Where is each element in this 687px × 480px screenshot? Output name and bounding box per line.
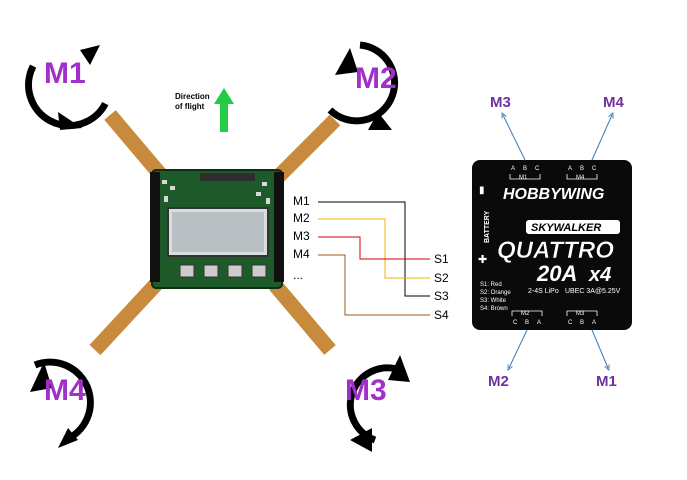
- pointer-arrow-icon: [591, 115, 612, 161]
- direction-indicator: Direction of flight: [175, 88, 234, 132]
- pin-label: C: [568, 320, 573, 326]
- flight-controller-board: [150, 169, 284, 289]
- wire-left-label-m3: M3: [293, 229, 310, 243]
- board-button: [179, 264, 195, 278]
- connector-name: M1: [519, 175, 528, 181]
- wire-right-label-s2: S2: [434, 271, 449, 285]
- pin-label: C: [592, 166, 597, 172]
- pointer-arrow-icon: [503, 115, 526, 161]
- rotation-arrow-icon: [33, 358, 94, 444]
- up-arrow-icon: [214, 88, 234, 132]
- board-button: [203, 264, 219, 278]
- wire-right-label-s3: S3: [434, 289, 449, 303]
- pin-label: C: [535, 166, 540, 172]
- pin-label: B: [580, 320, 584, 326]
- esc-module: A B C M1 A B C M4 HOBBYWING ▮ BATTERY ✚ …: [472, 94, 632, 390]
- wiring-diagram: M1 M2 M3 M4 ... S1 S2 S3 S4: [293, 194, 449, 322]
- arm-rear-right: [269, 280, 336, 355]
- esc-bottom-connector-m3: M3 C B A: [566, 310, 598, 326]
- rotation-arrow-icon: [327, 41, 399, 125]
- motor-m4: M4: [30, 358, 94, 448]
- connector-name: M3: [576, 311, 585, 317]
- wire-right-label-s1: S1: [434, 252, 449, 266]
- esc-brand: HOBBYWING: [503, 186, 604, 203]
- arrowhead-icon: [388, 355, 410, 382]
- motor-m1: M1: [25, 45, 109, 130]
- wire-m2-s2: [318, 218, 430, 279]
- motor-label-m4: M4: [44, 374, 86, 407]
- pointer-arrow-icon: [591, 329, 608, 368]
- arrowhead-icon: [58, 428, 78, 448]
- wire-m4-s4: [318, 254, 430, 316]
- pin-label: B: [580, 166, 584, 172]
- wire-left-label-more: ...: [293, 268, 303, 282]
- direction-label-line2: of flight: [175, 102, 205, 111]
- esc-model-suffix: x4: [588, 264, 611, 286]
- legend-item: S1: Red: [480, 282, 502, 288]
- motor-label-m3: M3: [345, 374, 387, 407]
- wire-left-label-m2: M2: [293, 211, 310, 225]
- pin-label: B: [523, 166, 527, 172]
- arrowhead-icon: [30, 362, 52, 392]
- pin-label: C: [513, 320, 518, 326]
- esc-top-connector-m1: A B C M1: [509, 166, 541, 181]
- arrowhead-icon: [368, 112, 392, 130]
- esc-outer-label-bottom-left: M2: [488, 373, 509, 390]
- wire-right-label-s4: S4: [434, 308, 449, 322]
- signal-legend: S1: Red S2: Orange S3: White S4: Brown: [480, 282, 511, 312]
- esc-model-line2: 20A: [536, 261, 577, 286]
- arm-front-right: [269, 114, 341, 186]
- plus-icon: ✚: [478, 253, 487, 266]
- arrowhead-icon: [350, 428, 372, 452]
- plus-minus-icon: ▮: [479, 185, 485, 196]
- esc-series: SKYWALKER: [531, 222, 601, 234]
- esc-model-line1: QUATTRO: [497, 237, 614, 264]
- esc-bottom-connector-m2: M2 C B A: [511, 310, 543, 326]
- pointer-arrow-icon: [509, 329, 528, 368]
- pin-label: B: [525, 320, 529, 326]
- motor-m2: M2: [327, 41, 399, 130]
- esc-body: [472, 160, 632, 330]
- pin-label: A: [592, 320, 596, 326]
- legend-item: S3: White: [480, 298, 507, 304]
- arm-rear-left: [89, 274, 166, 356]
- legend-item: S4: Brown: [480, 306, 508, 312]
- esc-outer-label-bottom-right: M1: [596, 373, 617, 390]
- arrowhead-icon: [80, 45, 100, 65]
- rotation-arrow-icon: [25, 64, 109, 130]
- arrowhead-icon: [58, 112, 82, 130]
- esc-outer-label-top-left: M3: [490, 94, 511, 111]
- motor-label-m1: M1: [44, 57, 86, 90]
- board-button: [251, 264, 267, 278]
- pin-label: A: [511, 166, 515, 172]
- arrowhead-icon: [335, 48, 358, 75]
- pin-label: A: [568, 166, 572, 172]
- wire-left-label-m1: M1: [293, 194, 310, 208]
- connector-name: M2: [521, 311, 530, 317]
- pin-label: A: [537, 320, 541, 326]
- esc-top-connector-m4: A B C M4: [566, 166, 598, 181]
- wire-m3-s1: [318, 236, 430, 260]
- wire-left-label-m4: M4: [293, 247, 310, 261]
- legend-item: S2: Orange: [480, 290, 511, 296]
- battery-label: BATTERY: [484, 210, 491, 243]
- connector-name: M4: [576, 175, 585, 181]
- rotation-arrow-icon: [346, 364, 402, 444]
- esc-outer-label-top-right: M4: [603, 94, 624, 111]
- esc-spec-ubec: UBEC 3A@5.25V: [565, 288, 621, 295]
- esc-spec-lipo: 2-4S LiPo: [528, 288, 559, 295]
- battery-indicator: ▮ BATTERY ✚: [478, 185, 491, 266]
- board-button: [227, 264, 243, 278]
- wire-m1-s3: [318, 201, 430, 297]
- motor-m3: M3: [345, 355, 410, 452]
- motor-label-m2: M2: [355, 62, 397, 95]
- direction-label-line1: Direction: [175, 92, 210, 101]
